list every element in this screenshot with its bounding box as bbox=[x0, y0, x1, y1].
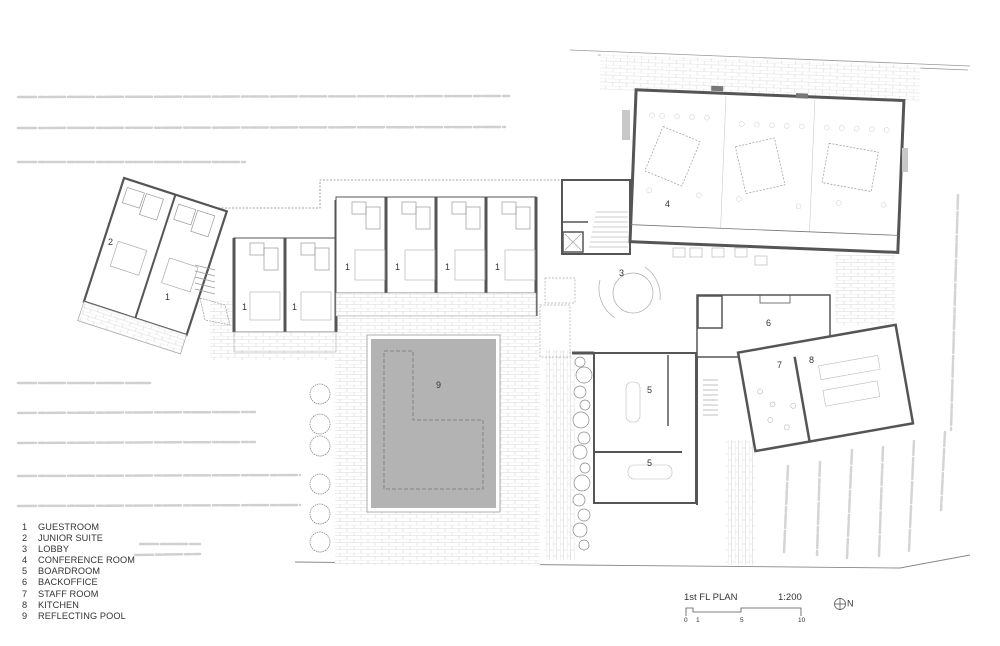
trees-boardroom-row bbox=[572, 356, 593, 551]
exterior-stair bbox=[194, 264, 231, 326]
conference-pilaster-left bbox=[622, 110, 630, 140]
room-tag-guestroom: 1 bbox=[165, 292, 170, 302]
guestroom-block-short bbox=[232, 200, 338, 353]
drawing-title: 1st FL PLAN bbox=[684, 592, 738, 603]
conference-room bbox=[628, 85, 906, 254]
staff-kitchen-block bbox=[736, 323, 915, 453]
lobby-furniture bbox=[539, 247, 768, 358]
room-tag-guestroom: 1 bbox=[345, 262, 350, 272]
vineyard-rows-right bbox=[782, 193, 960, 560]
walkway-outline bbox=[190, 179, 560, 209]
room-tag-lobby: 3 bbox=[619, 268, 624, 278]
service-stair bbox=[696, 357, 718, 505]
guestroom-block-long bbox=[335, 196, 538, 317]
junior-suite-block bbox=[77, 176, 229, 355]
paving-top bbox=[599, 54, 921, 101]
scale-tick: 0 bbox=[684, 617, 688, 624]
room-tag-guestroom: 1 bbox=[445, 262, 450, 272]
room-tag-staffroom: 7 bbox=[777, 360, 782, 370]
room-tag-junior-suite: 2 bbox=[108, 237, 113, 247]
north-indicator: N bbox=[833, 597, 854, 611]
trees-left bbox=[309, 383, 331, 553]
scale-bar bbox=[685, 607, 802, 616]
vineyard-rows-left bbox=[16, 94, 512, 557]
room-tag-boardroom: 5 bbox=[647, 458, 652, 468]
room-tag-guestroom: 1 bbox=[242, 302, 247, 312]
boardrooms bbox=[572, 351, 697, 504]
room-tag-guestroom: 1 bbox=[495, 262, 500, 272]
room-tag-conference: 4 bbox=[665, 199, 670, 209]
conference-pilaster-right bbox=[902, 148, 908, 172]
scale-tick: 10 bbox=[798, 617, 806, 624]
drawing-scale: 1:200 bbox=[778, 592, 802, 603]
north-arrow-icon bbox=[834, 598, 846, 610]
room-tag-guestroom: 1 bbox=[395, 262, 400, 272]
room-tag-pool: 9 bbox=[436, 380, 441, 390]
reflecting-pool: 9 bbox=[366, 334, 501, 513]
room-tag-kitchen: 8 bbox=[809, 355, 814, 365]
room-tag-guestroom: 1 bbox=[292, 302, 297, 312]
scale-tick: 1 bbox=[696, 617, 700, 624]
scale-tick: 5 bbox=[740, 617, 744, 624]
stair-elevator-core bbox=[561, 179, 631, 255]
room-tag-backoffice: 6 bbox=[766, 318, 771, 328]
room-tag-boardroom: 5 bbox=[647, 385, 652, 395]
